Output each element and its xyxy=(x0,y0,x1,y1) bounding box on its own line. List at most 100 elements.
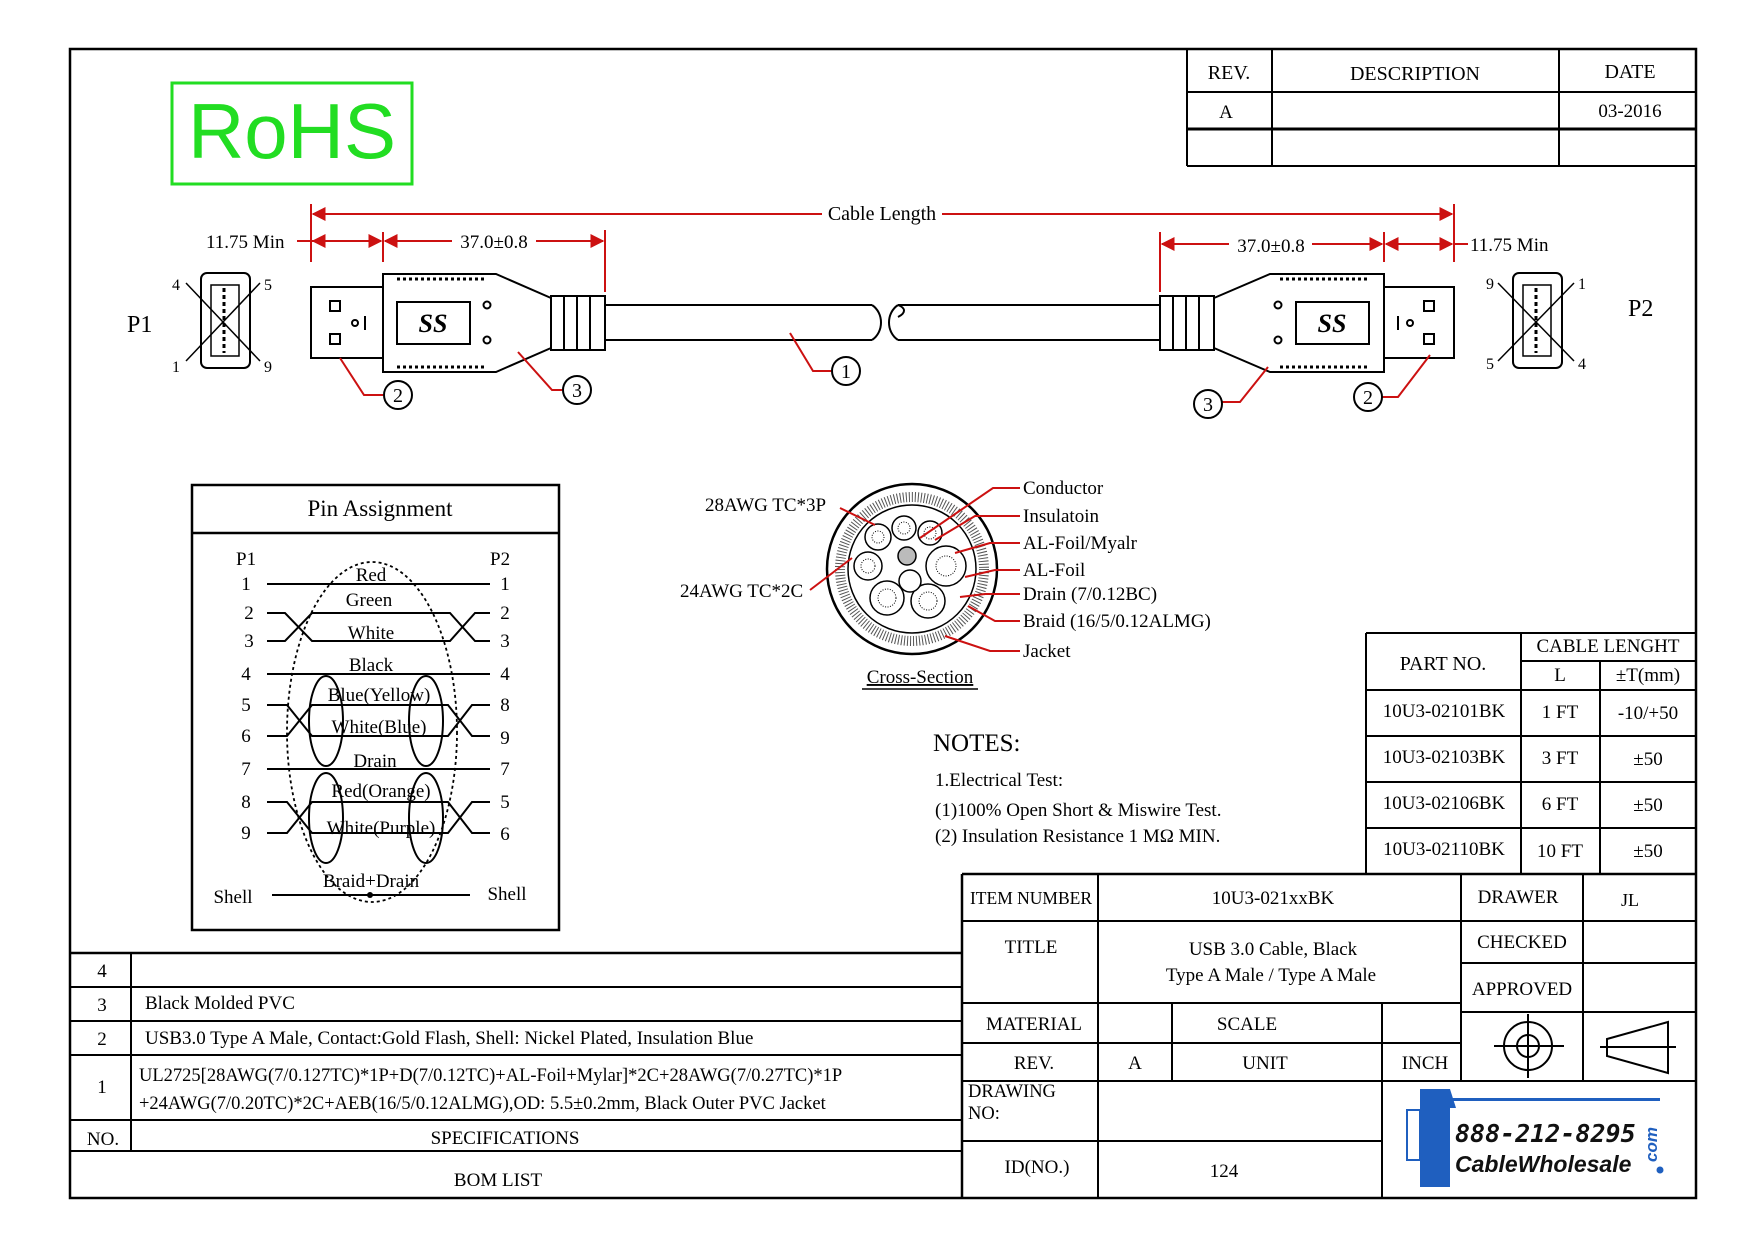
left-pin-3: 3 xyxy=(244,631,254,652)
bom-footer: BOM LIST xyxy=(454,1170,543,1191)
note-line-3: (2) Insulation Resistance 1 MΩ MIN. xyxy=(935,826,1220,847)
pin-assignment-title: Pin Assignment xyxy=(307,496,453,521)
bom-spec-2: USB3.0 Type A Male, Contact:Gold Flash, … xyxy=(145,1028,753,1049)
p2-pin-1: 1 xyxy=(1578,276,1586,293)
title-block xyxy=(960,872,1696,1198)
scale-label: SCALE xyxy=(1217,1014,1277,1035)
cross-section-caption: Cross-Section xyxy=(867,667,974,688)
left-pin-4: 4 xyxy=(241,664,251,685)
rev-value: A xyxy=(1128,1053,1142,1074)
p1-pin-4: 4 xyxy=(172,277,180,294)
right-pin-9: 9 xyxy=(500,728,510,749)
label-braid: Braid (16/5/0.12ALMG) xyxy=(1023,611,1211,632)
part-row-4-l: 10 FT xyxy=(1537,841,1583,862)
usb-logo-right: SS xyxy=(1318,309,1347,338)
first-angle-projection-icon xyxy=(1494,1014,1564,1078)
right-pin-8: 8 xyxy=(500,695,510,716)
description-header: DESCRIPTION xyxy=(1350,63,1480,85)
label-drain: Drain (7/0.12BC) xyxy=(1023,584,1157,605)
note-line-2: (1)100% Open Short & Miswire Test. xyxy=(935,800,1221,821)
l-header: L xyxy=(1554,665,1566,686)
p1-pin-9: 9 xyxy=(264,359,272,376)
cable-length-header: CABLE LENGHT xyxy=(1536,636,1679,657)
drawer-value: JL xyxy=(1621,890,1639,910)
drawing-no-label-2: NO: xyxy=(968,1104,1000,1124)
truncated-cone-icon xyxy=(1600,1020,1676,1075)
part-row-1-t: -10/+50 xyxy=(1618,703,1678,724)
label-conductor: Conductor xyxy=(1023,478,1104,499)
wire-red-orange: Red(Orange) xyxy=(331,781,430,802)
bom-list xyxy=(70,951,962,1152)
part-row-1-no: 10U3-02101BK xyxy=(1383,701,1506,722)
bom-spec-1-line2: +24AWG(7/0.20TC)*2C+AEB(16/5/0.12ALMG),O… xyxy=(139,1094,827,1114)
date-header: DATE xyxy=(1604,61,1655,83)
callout-3-left xyxy=(562,375,592,405)
part-row-1-l: 1 FT xyxy=(1542,702,1579,723)
wire-white-purple: White(Purple) xyxy=(327,818,436,839)
parts-table xyxy=(1365,632,1696,874)
dim-left-body: 37.0±0.8 xyxy=(460,232,527,253)
callout-3-left-text: 3 xyxy=(572,380,582,402)
wire-drain: Drain xyxy=(353,751,397,772)
notes: NOTES: 1.Electrical Test: (1)100% Open S… xyxy=(933,730,1221,847)
bom-no-2: 2 xyxy=(97,1029,107,1050)
p2-label: P2 xyxy=(1628,296,1653,322)
cable-drawing: Cable Length 11.75 Min 37.0±0.8 37.0±0.8… xyxy=(127,203,1653,419)
id-value: 124 xyxy=(1210,1161,1239,1182)
dim-right-body: 37.0±0.8 xyxy=(1237,236,1304,257)
rev-label: REV. xyxy=(1014,1053,1054,1074)
approved-label: APPROVED xyxy=(1472,979,1572,1000)
label-al-foil: AL-Foil xyxy=(1023,560,1085,581)
part-row-4-no: 10U3-02110BK xyxy=(1383,839,1505,860)
left-pin-8: 8 xyxy=(241,792,251,813)
part-row-2-t: ±50 xyxy=(1633,749,1662,770)
material-label: MATERIAL xyxy=(986,1014,1082,1035)
title-line-1: USB 3.0 Cable, Black xyxy=(1189,939,1358,960)
part-row-3-t: ±50 xyxy=(1633,795,1662,816)
dim-left-min: 11.75 Min xyxy=(206,232,285,253)
bom-spec-1-line1: UL2725[28AWG(7/0.127TC)*1P+D(7/0.12TC)+A… xyxy=(139,1066,842,1086)
bom-no-4: 4 xyxy=(97,961,107,982)
tol-header: ±T(mm) xyxy=(1616,665,1680,686)
logo-dot-com: com xyxy=(1642,1127,1661,1162)
cablewholesale-logo: 888-212-8295 CableWholesale com xyxy=(1406,1089,1664,1187)
label-24awg: 24AWG TC*2C xyxy=(680,581,803,602)
bom-no-header: NO. xyxy=(87,1129,119,1150)
left-pin-9: 9 xyxy=(241,823,251,844)
wire-white-blue: White(Blue) xyxy=(332,717,427,738)
left-pin-5: 5 xyxy=(241,695,251,716)
left-pin-2: 2 xyxy=(244,603,254,624)
right-pin-7: 7 xyxy=(500,759,510,780)
bom-no-3: 3 xyxy=(97,995,107,1016)
p2-pin-4: 4 xyxy=(1578,356,1586,373)
right-pin-1: 1 xyxy=(500,574,510,595)
left-pin-6: 6 xyxy=(241,726,251,747)
rohs-badge: RoHS xyxy=(170,81,414,186)
left-pin-1: 1 xyxy=(241,574,251,595)
part-row-2-no: 10U3-02103BK xyxy=(1383,747,1506,768)
title-label: TITLE xyxy=(1005,937,1058,958)
left-pin-7: 7 xyxy=(241,759,251,780)
logo-phone: 888-212-8295 xyxy=(1455,1119,1636,1148)
part-row-3-l: 6 FT xyxy=(1542,794,1579,815)
label-al-foil-mylar: AL-Foil/Myalr xyxy=(1023,533,1138,554)
cross-section: 28AWG TC*3P 24AWG TC*2C Conductor Insula… xyxy=(680,478,1211,690)
callout-2-left xyxy=(383,380,413,410)
unit-value: INCH xyxy=(1402,1053,1449,1074)
rohs-text: RoHS xyxy=(188,87,396,175)
usb-logo-left: SS xyxy=(419,309,448,338)
unit-label: UNIT xyxy=(1242,1053,1288,1074)
callout-2-right xyxy=(1353,382,1383,412)
right-pin-3: 3 xyxy=(500,631,510,652)
wire-green: Green xyxy=(346,590,393,611)
part-row-4-t: ±50 xyxy=(1633,841,1662,862)
pin-assignment: Pin Assignment P1 P2 1 xyxy=(190,483,561,932)
id-label: ID(NO.) xyxy=(1005,1157,1070,1178)
callout-3-right-text: 3 xyxy=(1203,394,1213,416)
title-line-2: Type A Male / Type A Male xyxy=(1166,965,1376,986)
right-pin-2: 2 xyxy=(500,603,510,624)
bom-no-1: 1 xyxy=(97,1077,107,1098)
part-row-3-no: 10U3-02106BK xyxy=(1383,793,1506,814)
rev-header: REV. xyxy=(1208,62,1250,84)
item-number-label: ITEM NUMBER xyxy=(970,888,1092,908)
